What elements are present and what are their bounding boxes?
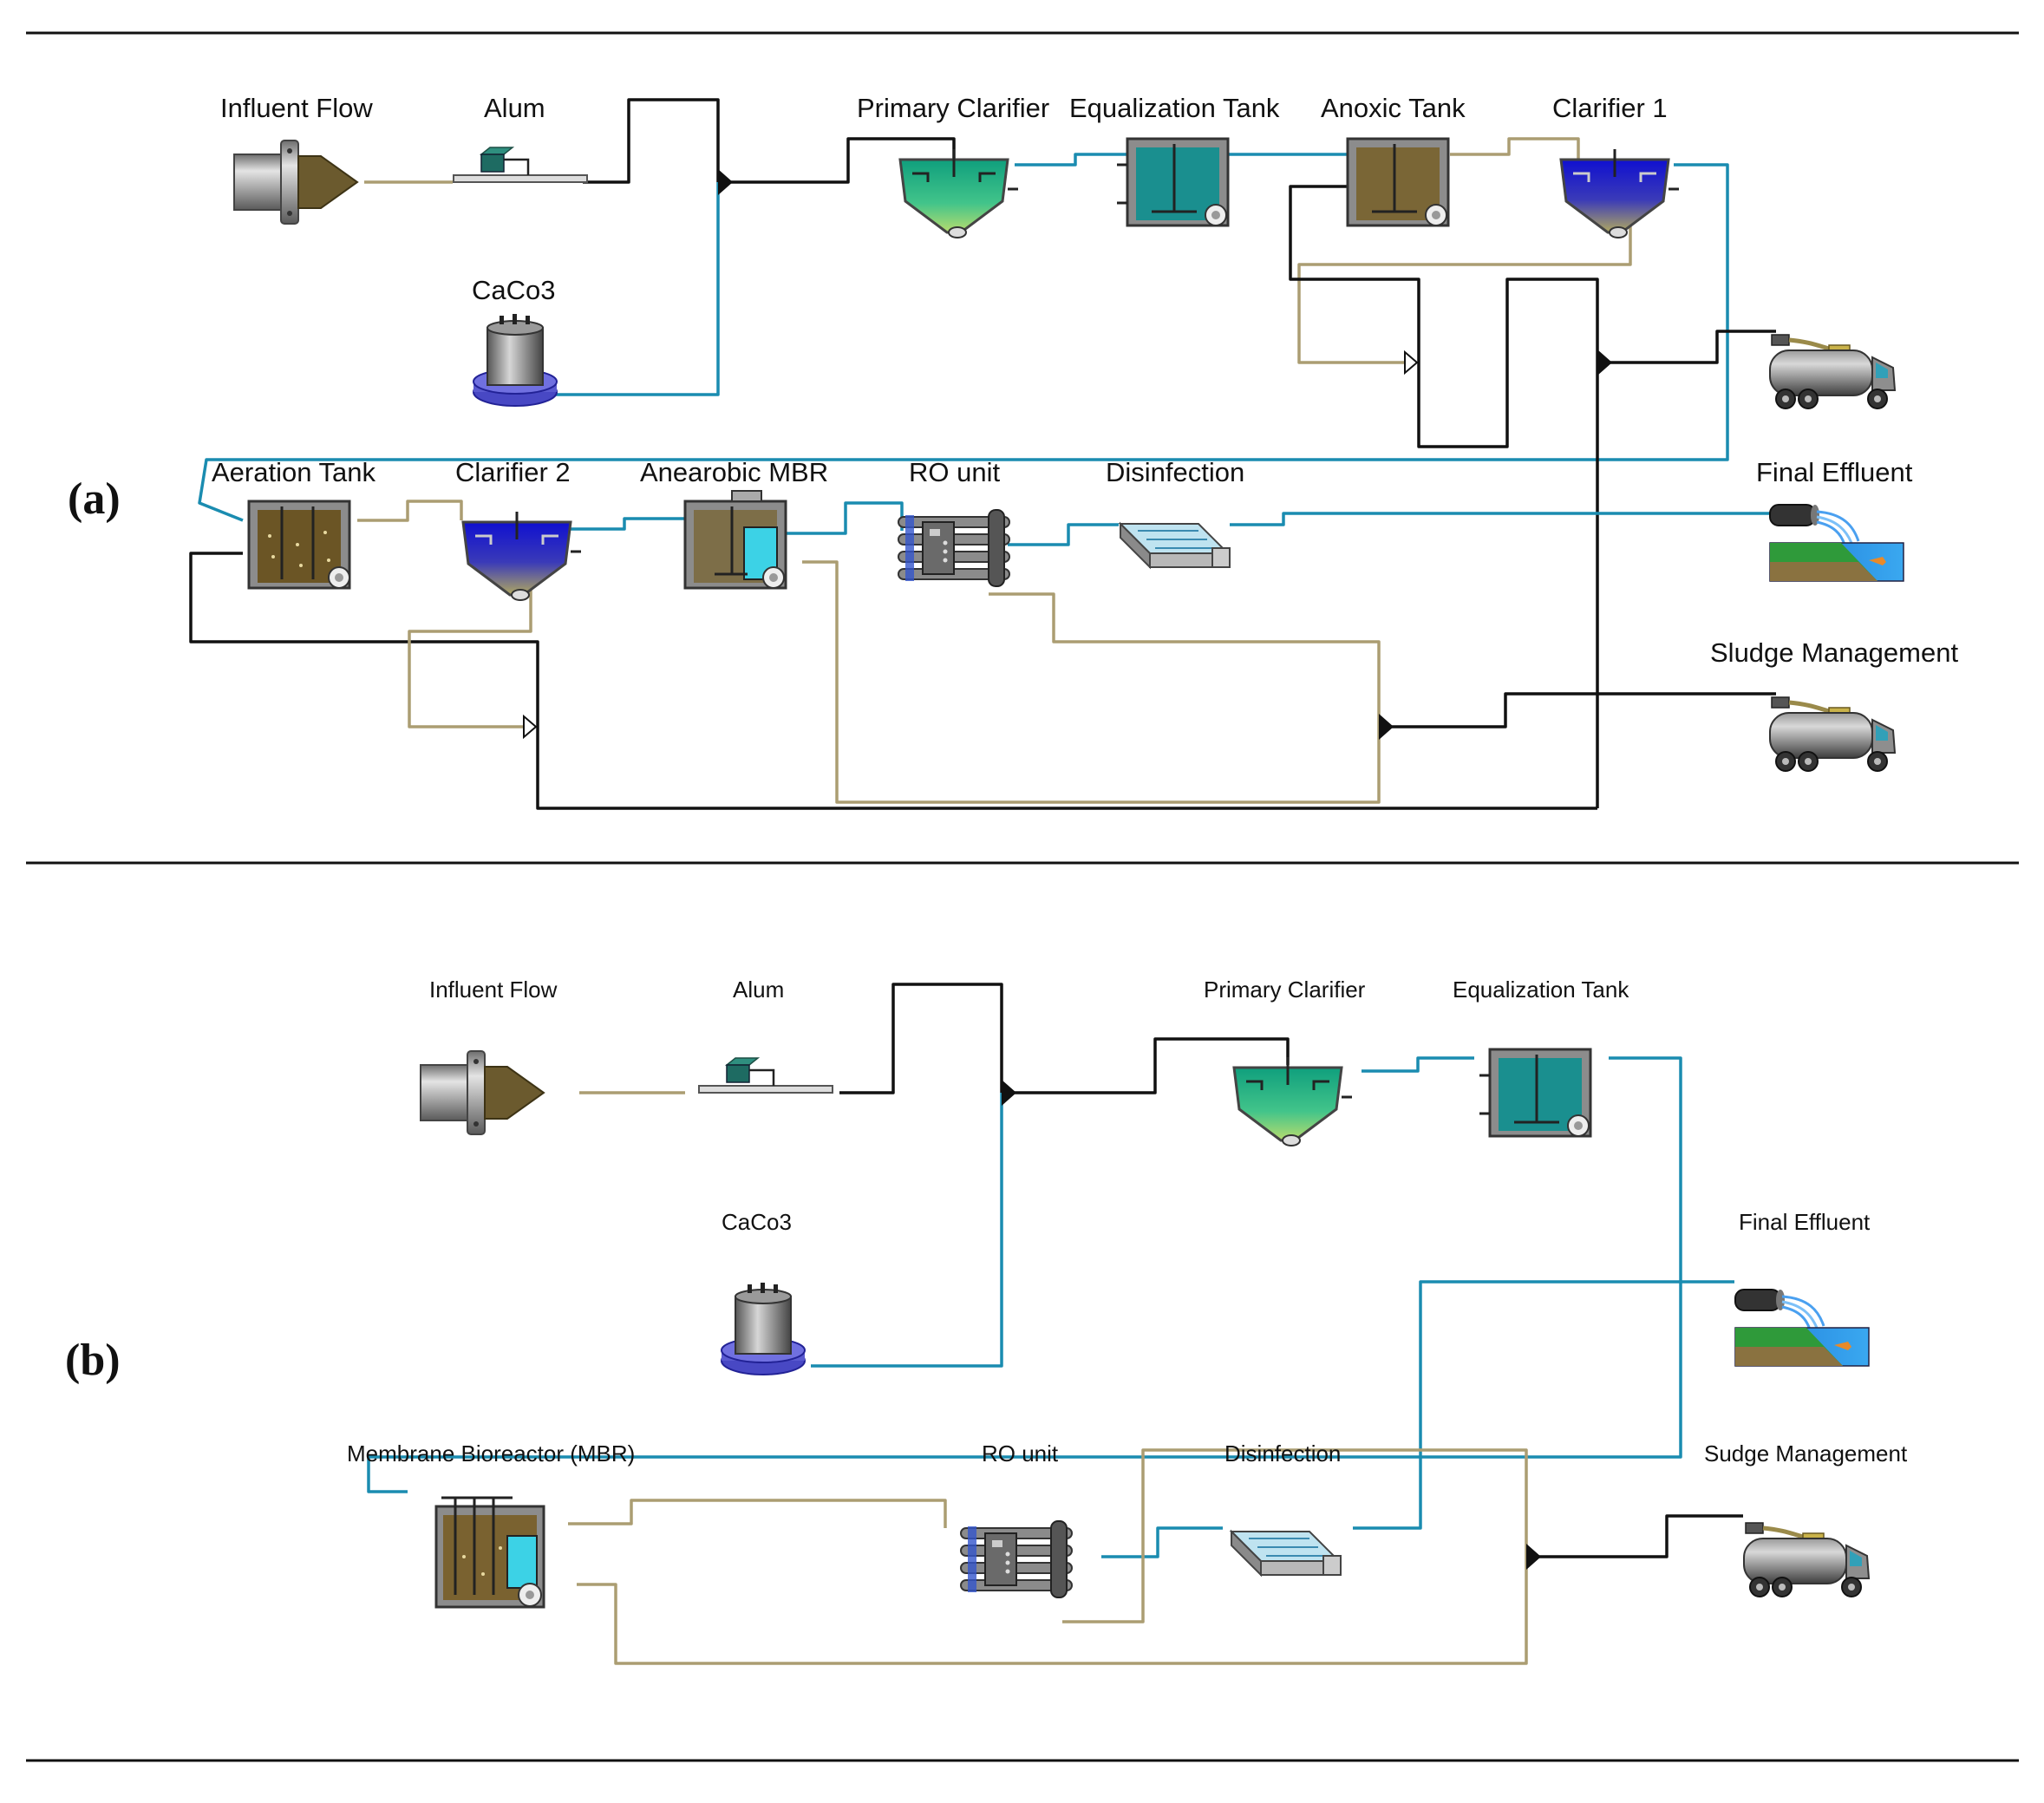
- pipe-mbr-ro: [568, 1499, 947, 1528]
- label-sludge-management: Sludge Management: [1710, 637, 1958, 668]
- panel-b: (b) Influent Flow Alum CaCo3 Primary Cla…: [65, 977, 1908, 1665]
- label-equalization-tank: Equalization Tank: [1453, 977, 1629, 1003]
- disinfection-icon: [1231, 1531, 1342, 1576]
- pipe-sludge-truck-2: [1379, 692, 1776, 728]
- pipe-junction-primary: [718, 137, 956, 184]
- pipes-b: [367, 983, 1743, 1665]
- pipe-sludge-truck: [1526, 1514, 1743, 1558]
- pipe-aeration-clar2: [357, 500, 463, 522]
- primary-clarifier-icon: [1232, 1055, 1354, 1147]
- pipe-ro-reject: [1062, 1448, 1528, 1623]
- label-final-effluent: Final Effluent: [1756, 457, 1913, 487]
- pipe-ambr-waste: [802, 560, 1381, 804]
- pipe-ro-disinfection: [1101, 1526, 1223, 1558]
- label-influent-flow: Influent Flow: [429, 977, 558, 1003]
- pipe-anoxic-clar1: [1450, 137, 1580, 165]
- panel-b-label: (b): [65, 1336, 121, 1385]
- pipe-sludge-truck-1: [1597, 330, 1776, 364]
- pipe-primary-eq: [1362, 1056, 1474, 1073]
- label-equalization-tank: Equalization Tank: [1069, 93, 1280, 123]
- pipe-clar2-waste: [408, 590, 532, 728]
- label-aeration-tank: Aeration Tank: [212, 457, 375, 487]
- panel-a-label: (a): [68, 474, 121, 524]
- label-primary-clarifier: Primary Clarifier: [857, 93, 1049, 123]
- equalization-tank-icon: [1478, 1048, 1592, 1138]
- pipe-eq-to-mbr: [367, 1056, 1682, 1493]
- pipe-caco3-junction: [555, 182, 720, 396]
- label-caco3: CaCo3: [472, 275, 556, 305]
- junction-marker: [1379, 714, 1394, 740]
- panel-a: (a) Influent Flow Alum CaCo3 Primary Cla…: [68, 93, 1958, 810]
- label-final-effluent: Final Effluent: [1739, 1209, 1871, 1235]
- disinfection-icon: [1120, 523, 1231, 568]
- final-effluent-icon: [1734, 1288, 1871, 1368]
- pipe-recycle-anoxic: [1289, 185, 1599, 808]
- clarifier-2-icon: [461, 510, 583, 602]
- sludge-truck-icon: [1770, 697, 1895, 771]
- label-ro-unit: RO unit: [982, 1440, 1059, 1467]
- label-disinfection: Disinfection: [1224, 1440, 1341, 1467]
- pipe-ro-disinfection: [1008, 523, 1119, 546]
- clarifier-1-icon: [1559, 147, 1681, 239]
- pipe-alum-junction: [839, 983, 1003, 1094]
- label-alum: Alum: [484, 93, 545, 123]
- alum-dosing-icon: [452, 146, 589, 184]
- pipe-alum-junction: [583, 98, 720, 184]
- primary-clarifier-icon: [898, 147, 1020, 239]
- ro-unit-icon: [898, 509, 1010, 587]
- pipe-mbr-waste: [577, 1557, 1528, 1665]
- pipe-primary-eq: [1015, 153, 1127, 167]
- pipe-disinfection-effluent: [1230, 512, 1776, 526]
- label-anaerobic-mbr: Anearobic MBR: [640, 457, 828, 487]
- label-alum: Alum: [733, 977, 784, 1003]
- junction-marker: [1526, 1544, 1541, 1570]
- caco3-silo-icon: [721, 1282, 806, 1375]
- influent-pipe-icon: [233, 140, 358, 225]
- sludge-truck-icon: [1770, 335, 1895, 408]
- pipe-return-sludge-1: [1297, 225, 1632, 364]
- junction-marker: [1002, 1080, 1016, 1106]
- splitter-marker: [1404, 349, 1419, 376]
- influent-pipe-icon: [420, 1050, 545, 1135]
- ro-unit-icon: [960, 1520, 1073, 1598]
- label-mbr: Membrane Bioreactor (MBR): [347, 1440, 635, 1467]
- pipe-water-to-aeration: [198, 458, 1249, 522]
- alum-dosing-icon: [697, 1056, 834, 1094]
- label-caco3: CaCo3: [722, 1209, 792, 1235]
- final-effluent-icon: [1768, 503, 1905, 583]
- label-ro-unit: RO unit: [909, 457, 1000, 487]
- pipe-disinfection-effluent: [1353, 1280, 1734, 1530]
- splitter-marker: [523, 714, 538, 740]
- anaerobic-mbr-icon: [683, 489, 787, 590]
- label-anoxic-tank: Anoxic Tank: [1321, 93, 1466, 123]
- label-primary-clarifier: Primary Clarifier: [1204, 977, 1366, 1003]
- pipe-aeration-return: [189, 552, 1597, 810]
- label-influent-flow: Influent Flow: [220, 93, 373, 123]
- label-sludge-management: Sudge Management: [1704, 1440, 1908, 1467]
- anoxic-tank-icon: [1346, 137, 1450, 227]
- label-clarifier-2: Clarifier 2: [455, 457, 571, 487]
- equalization-tank-icon: [1115, 137, 1230, 227]
- label-disinfection: Disinfection: [1106, 457, 1244, 487]
- junction-marker: [1597, 349, 1612, 376]
- mbr-icon: [434, 1496, 545, 1609]
- pipes-a: [189, 98, 1776, 810]
- sludge-truck-icon: [1744, 1523, 1869, 1597]
- junction-marker: [718, 169, 733, 195]
- caco3-silo-icon: [473, 313, 558, 407]
- aeration-tank-icon: [247, 500, 351, 590]
- pipe-clar2-ambr: [559, 517, 685, 531]
- pipe-ambr-ro: [785, 501, 904, 535]
- pipe-caco3-junction: [811, 1093, 1003, 1368]
- label-clarifier-1: Clarifier 1: [1552, 93, 1668, 123]
- pipe-junction-primary: [1002, 1037, 1290, 1094]
- pipe-clar1-effluent-water: [1249, 163, 1729, 461]
